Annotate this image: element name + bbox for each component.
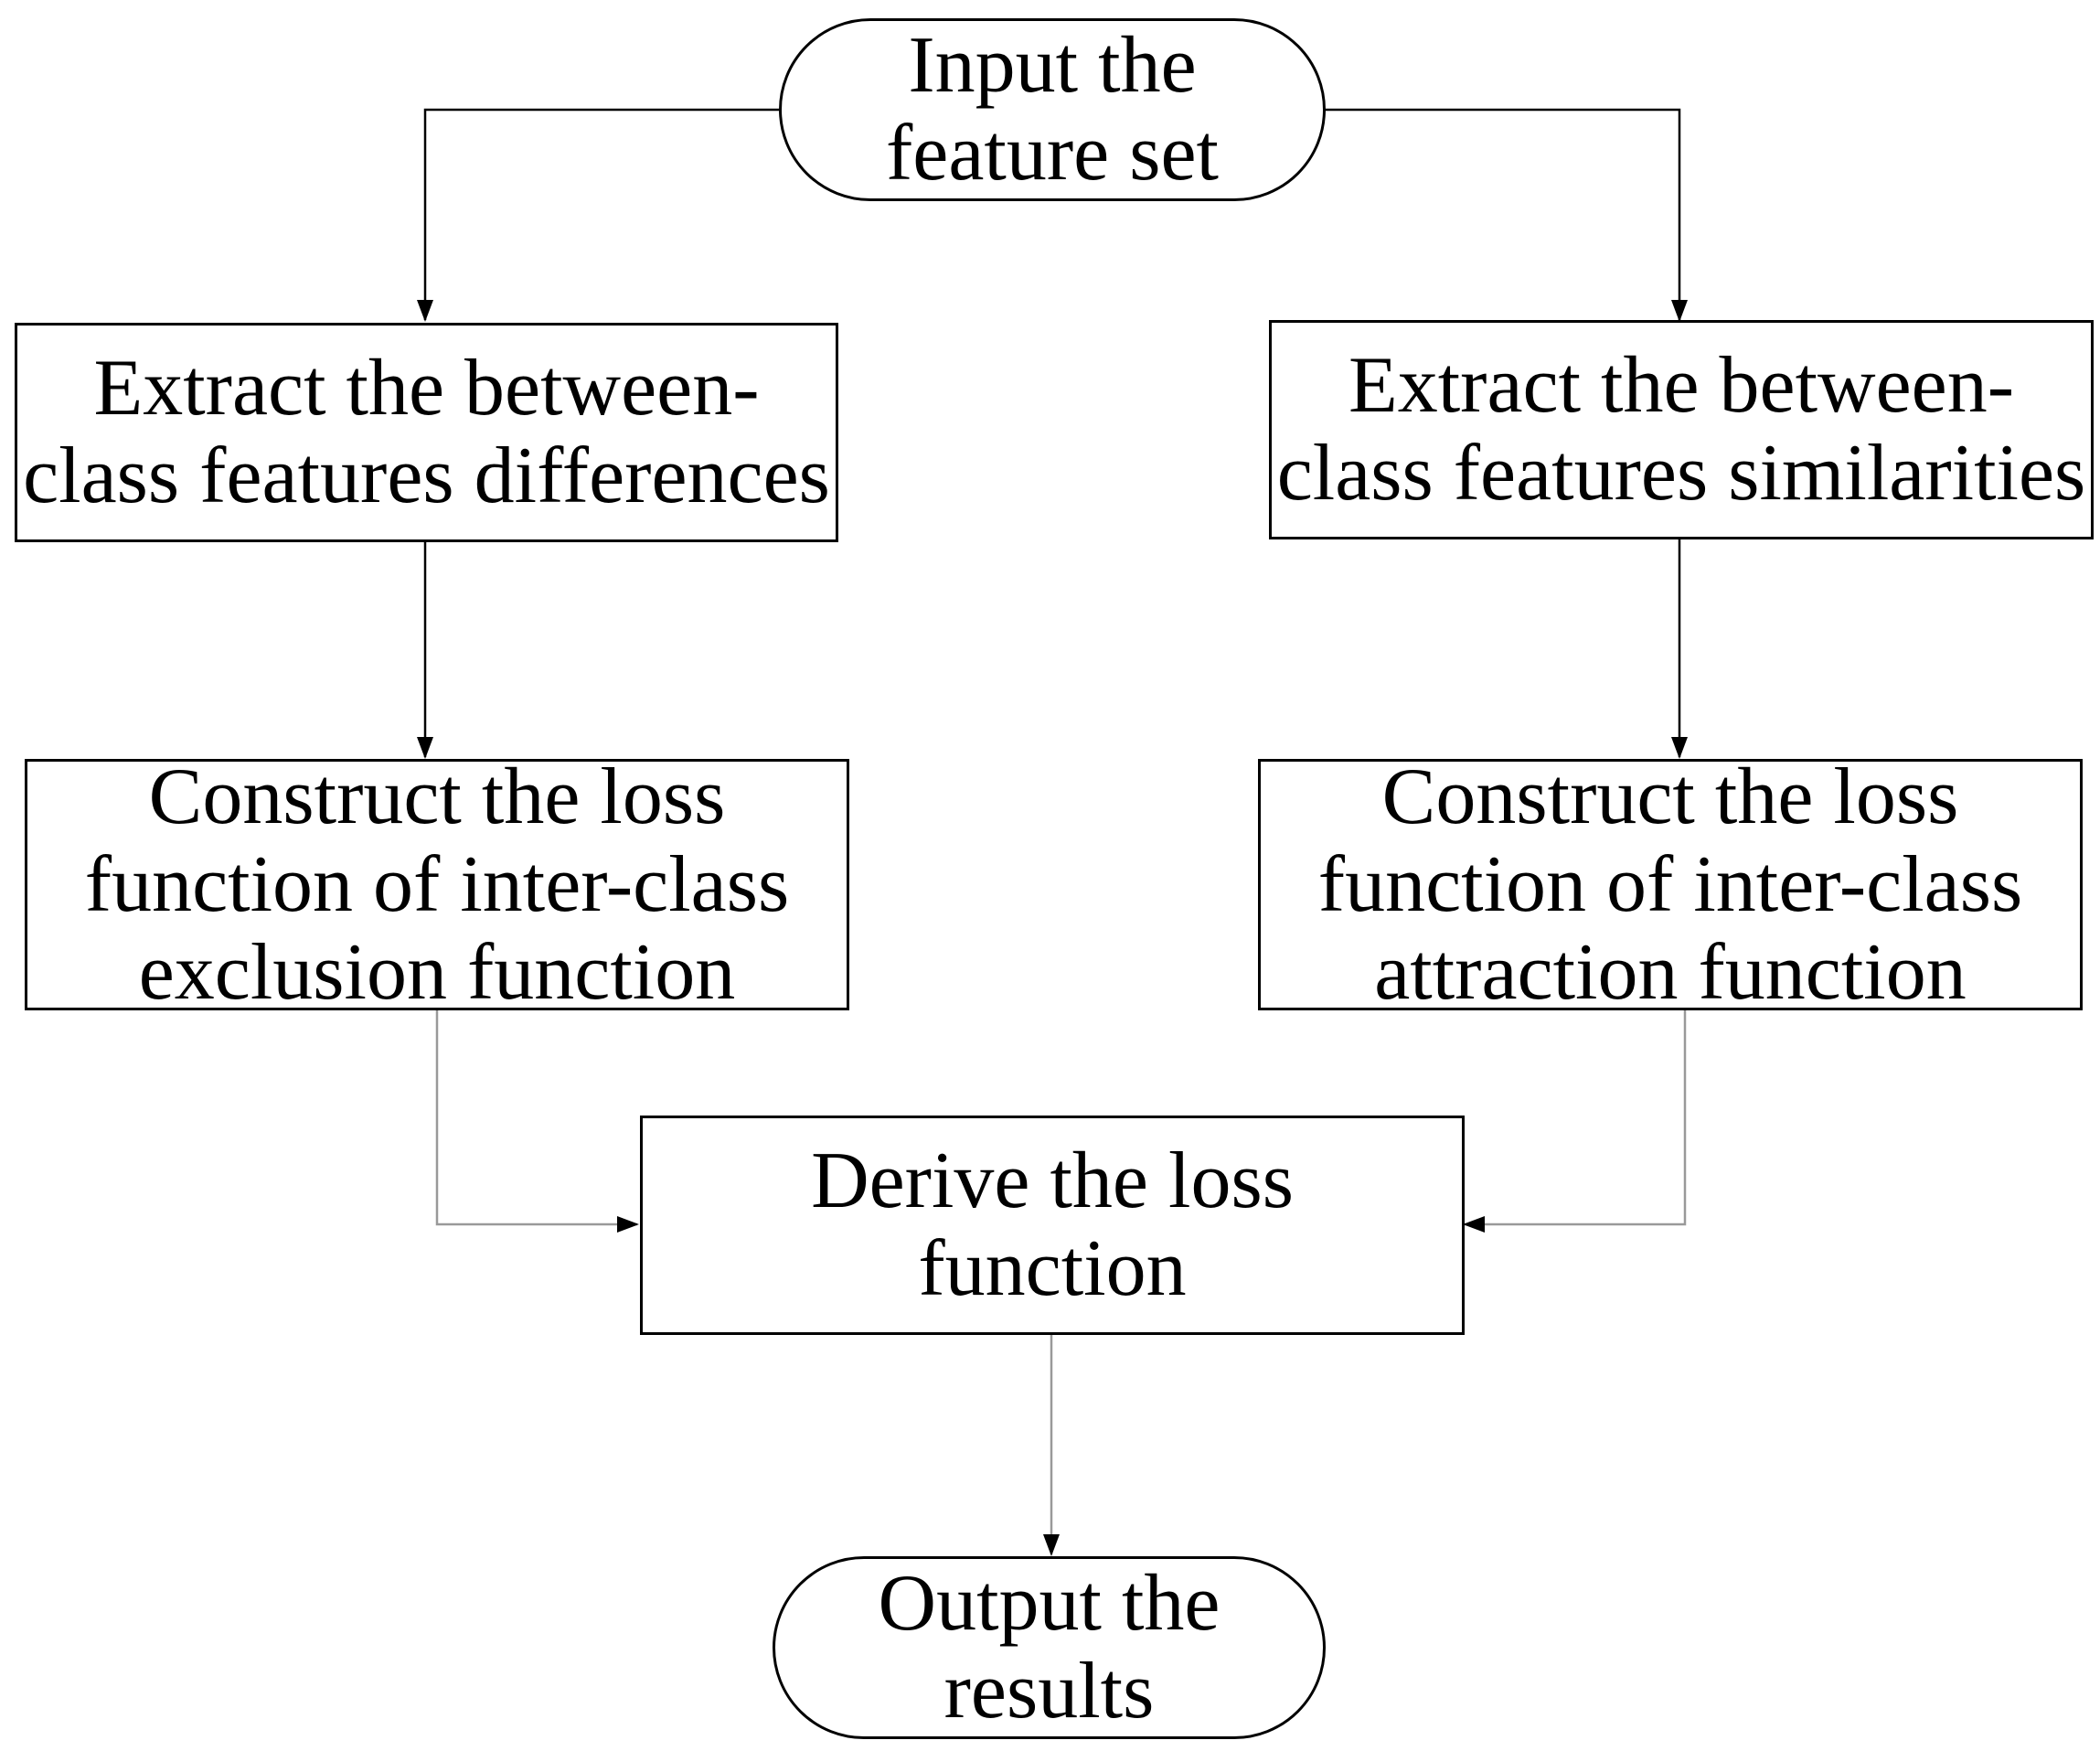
- arrow-construct-exclusion-to-derive: [435, 1010, 639, 1233]
- extract-differences-box: Extract the between- class features diff…: [15, 323, 838, 542]
- construct-attraction-line-2: function of inter-class: [1317, 839, 2023, 929]
- arrow-construct-attraction-to-derive: [1463, 1010, 1687, 1233]
- extract-differences-line-2: class features differences: [23, 432, 830, 520]
- start-label-line-2: feature set: [886, 109, 1219, 198]
- derive-label: Derive the loss function: [811, 1137, 1294, 1313]
- extract-similarities-line-2: class features similarities: [1276, 429, 2086, 518]
- extract-differences-label: Extract the between- class features diff…: [23, 345, 830, 520]
- construct-attraction-box: Construct the loss function of inter-cla…: [1258, 753, 2083, 1016]
- construct-exclusion-line-2: function of inter-class: [84, 839, 790, 929]
- arrow-start-to-extract-diff: [417, 108, 779, 322]
- start-terminal: Input the feature set: [779, 18, 1326, 201]
- end-label-line-2: results: [943, 1647, 1155, 1735]
- extract-similarities-box: Extract the between- class features simi…: [1269, 320, 2094, 539]
- construct-attraction-line-1: Construct the loss: [1381, 752, 1959, 841]
- construct-exclusion-line-3: exclusion function: [138, 927, 736, 1017]
- construct-exclusion-line-1: Construct the loss: [148, 752, 726, 841]
- end-terminal: Output the results: [773, 1556, 1326, 1739]
- start-label-line-1: Input the: [908, 21, 1197, 110]
- extract-differences-line-1: Extract the between-: [93, 344, 760, 432]
- construct-attraction-line-3: attraction function: [1374, 927, 1967, 1017]
- construct-attraction-label: Construct the loss function of inter-cla…: [1318, 753, 2022, 1017]
- construct-exclusion-label: Construct the loss function of inter-cla…: [85, 753, 789, 1017]
- end-label-line-1: Output the: [878, 1559, 1221, 1648]
- arrow-start-to-extract-sim: [1324, 108, 1688, 322]
- extract-similarities-line-1: Extract the between-: [1348, 341, 2015, 430]
- construct-exclusion-box: Construct the loss function of inter-cla…: [25, 753, 849, 1016]
- start-label: Input the feature set: [886, 22, 1219, 198]
- extract-similarities-label: Extract the between- class features simi…: [1277, 342, 2086, 518]
- derive-line-2: function: [918, 1224, 1187, 1313]
- derive-line-1: Derive the loss: [811, 1137, 1294, 1225]
- derive-box: Derive the loss function: [640, 1116, 1465, 1335]
- end-label: Output the results: [879, 1560, 1221, 1735]
